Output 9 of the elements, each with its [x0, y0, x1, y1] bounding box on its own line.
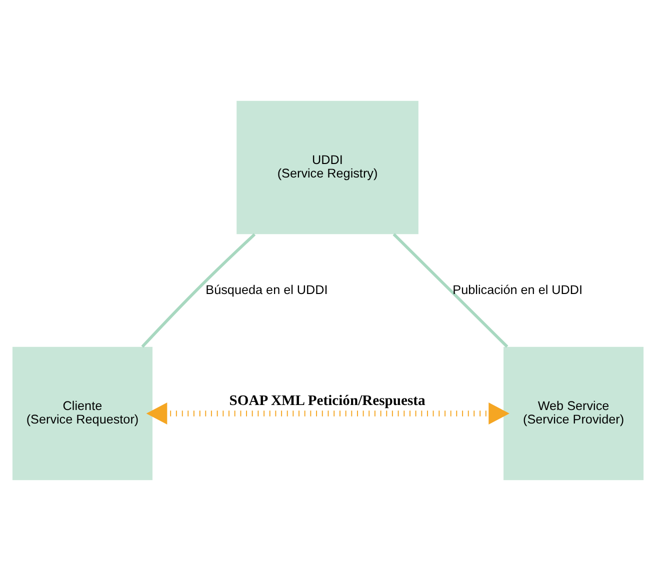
node-box: UDDI (Service Registry): [236, 100, 418, 234]
arrow: [146, 402, 510, 424]
connector: [141, 233, 256, 348]
node-box: Cliente (Service Requestor): [12, 346, 152, 480]
connector: [392, 233, 508, 348]
edge-label: Publicación en el UDDI: [452, 282, 583, 297]
node-box: Web Service (Service Provider): [504, 346, 644, 480]
edge-label: SOAP XML Petición/Respuesta: [229, 392, 426, 409]
edge-label: Búsqueda en el UDDI: [206, 282, 328, 297]
